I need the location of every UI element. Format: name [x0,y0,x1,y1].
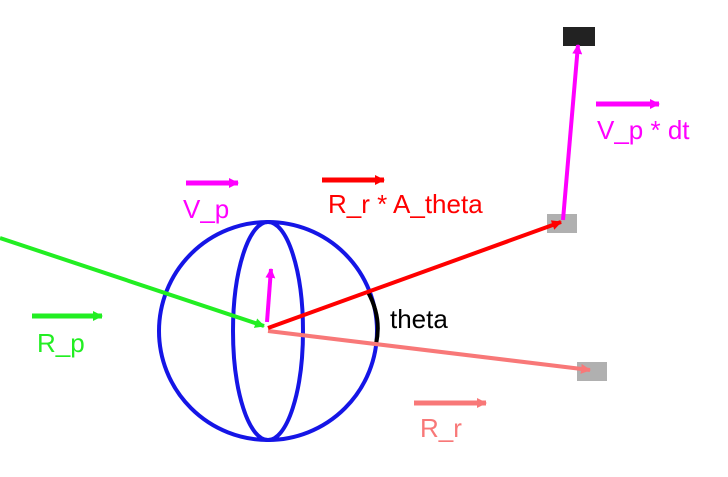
v-p-dt-label: V_p * dt [597,115,690,145]
r-r-a-theta-label: R_r * A_theta [328,189,483,219]
v-p-small-vector [265,268,276,323]
r-r-a-theta-vector [267,220,562,330]
black-square-icon-next [563,27,595,46]
r-p-label: R_p [37,328,85,358]
r-r-label: R_r [420,413,462,443]
sphere-meridian [231,220,305,442]
r-r-vector [267,329,591,374]
theta-arc [366,291,380,345]
v-p-dt-vector [561,44,583,221]
v-p-label: V_p [183,194,229,224]
r-p-vector [0,236,265,328]
gray-square-icon-rotated [577,362,607,381]
theta-label: theta [390,304,448,334]
